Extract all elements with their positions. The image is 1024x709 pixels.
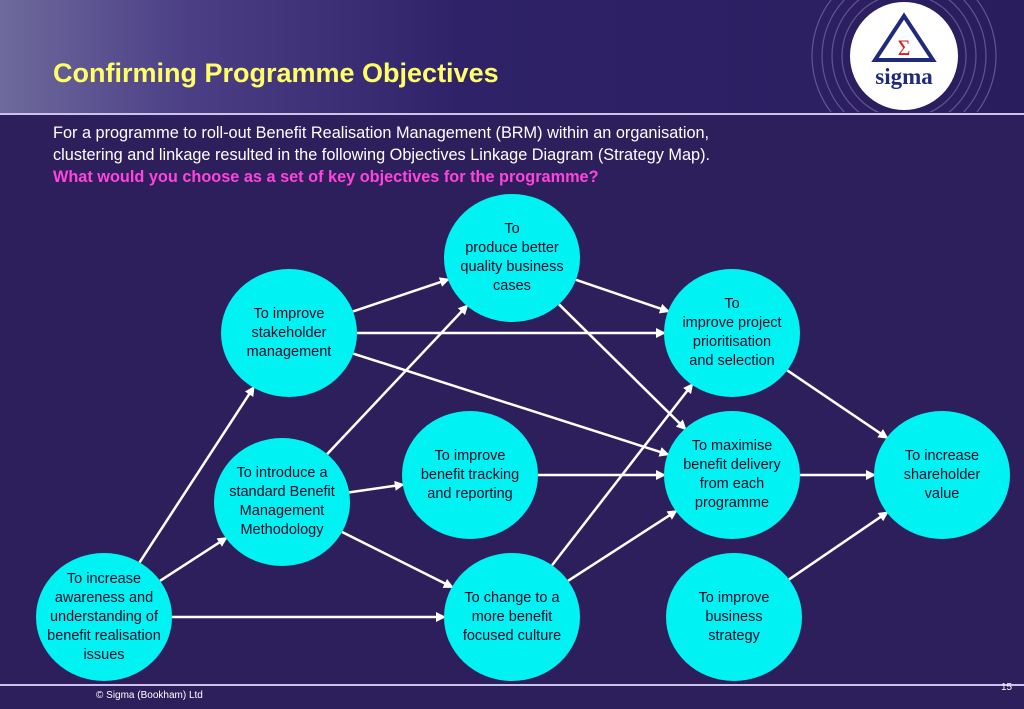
sigma-symbol: Σ bbox=[898, 35, 911, 60]
link-methodology-to-tracking bbox=[349, 480, 405, 494]
link-culture-to-benefit-delivery bbox=[567, 510, 678, 582]
link-methodology-to-quality-cases bbox=[326, 304, 469, 455]
objective-node-tracking bbox=[402, 411, 538, 539]
objective-node-quality-cases bbox=[444, 194, 580, 322]
objective-node-strategy bbox=[666, 553, 802, 681]
link-strategy-to-shareholder bbox=[788, 511, 889, 581]
key-question: What would you choose as a set of key ob… bbox=[53, 168, 599, 186]
objective-node-culture bbox=[444, 553, 580, 681]
header-divider bbox=[0, 113, 1024, 115]
objective-label-tracking: To improve benefit tracking and reportin… bbox=[420, 447, 520, 502]
objective-label-culture: To change to a more benefit focused cult… bbox=[462, 589, 562, 644]
objective-label-shareholder: To increase shareholder value bbox=[903, 447, 981, 502]
objective-label-strategy: To improve business strategy bbox=[698, 589, 770, 644]
link-awareness-to-stakeholder bbox=[138, 385, 255, 564]
objective-node-benefit-delivery bbox=[664, 411, 800, 539]
objective-node-prioritisation bbox=[664, 269, 800, 397]
link-quality-cases-to-prioritisation bbox=[575, 278, 670, 314]
intro-line-1: For a programme to roll-out Benefit Real… bbox=[53, 124, 710, 142]
objective-label-awareness: To increase awareness and understanding … bbox=[47, 570, 161, 663]
sigma-logo: Σ sigma bbox=[810, 0, 1024, 112]
objective-label-stakeholder: To improve stakeholder management bbox=[246, 305, 332, 360]
copyright-text: © Sigma (Bookham) Ltd bbox=[96, 690, 203, 701]
page-number: 15 bbox=[1001, 682, 1013, 693]
link-prioritisation-to-shareholder bbox=[786, 369, 889, 439]
footer-divider bbox=[0, 684, 1024, 686]
objective-label-prioritisation: To improve project prioritisation and se… bbox=[682, 296, 782, 369]
link-quality-cases-to-benefit-delivery bbox=[558, 303, 687, 431]
intro-line-2: clustering and linkage resulted in the f… bbox=[53, 146, 711, 164]
link-awareness-to-methodology bbox=[159, 537, 228, 582]
intro-text: For a programme to roll-out Benefit Real… bbox=[53, 122, 833, 188]
sigma-wordmark: sigma bbox=[875, 64, 933, 89]
objective-node-stakeholder bbox=[221, 269, 357, 397]
objective-label-benefit-delivery: To maximise benefit delivery from each p… bbox=[683, 438, 781, 511]
objective-label-quality-cases: To produce better quality business cases bbox=[460, 221, 564, 294]
link-stakeholder-to-quality-cases bbox=[352, 277, 450, 313]
objective-label-methodology: To introduce a standard Benefit Manageme… bbox=[229, 465, 335, 538]
objective-node-methodology bbox=[214, 438, 350, 566]
link-culture-to-prioritisation bbox=[551, 383, 694, 567]
page-title: Confirming Programme Objectives bbox=[53, 58, 499, 88]
objective-node-awareness bbox=[36, 553, 172, 681]
objective-node-shareholder bbox=[874, 411, 1010, 539]
link-methodology-to-culture bbox=[341, 530, 454, 589]
